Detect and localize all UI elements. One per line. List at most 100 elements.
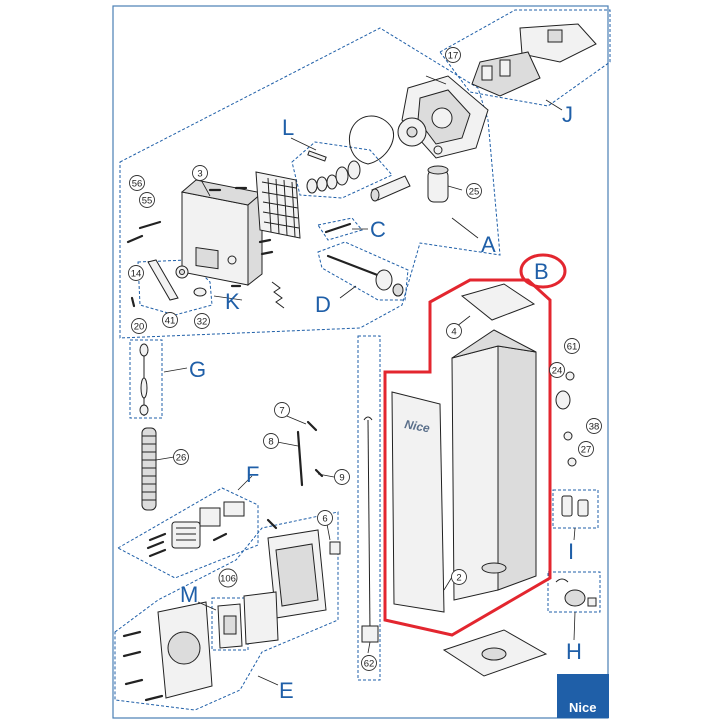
svg-text:32: 32 (197, 317, 208, 328)
group-letter-a: A (481, 232, 496, 257)
callout-41: 41 (162, 312, 178, 328)
motor-assembly (348, 75, 489, 165)
end-cap-parts-h (555, 578, 597, 607)
group-letter-h: H (566, 639, 582, 664)
screws-left (126, 186, 274, 308)
group-outline-j (439, 9, 611, 107)
svg-text:24: 24 (552, 366, 563, 377)
selector-module-m (217, 603, 243, 649)
group-outline-m (211, 597, 249, 651)
group-letter-i: I (568, 539, 574, 564)
group-outline-f (116, 487, 259, 579)
svg-text:61: 61 (567, 342, 578, 353)
callout-7: 7 (274, 402, 290, 418)
group-letter-b: B (534, 259, 549, 284)
clip-parts-i (561, 495, 589, 517)
callout-106: 106 (218, 568, 238, 588)
callout-4: 4 (446, 323, 462, 339)
control-box-e (243, 518, 341, 645)
group-letter-f: F (246, 462, 259, 487)
group-outline-h (547, 571, 601, 613)
callout-27: 27 (578, 441, 594, 457)
group-letter-d: D (315, 292, 331, 317)
callout-17: 17 (445, 47, 461, 63)
group-letter-c: C (370, 217, 386, 242)
callout-25: 25 (466, 183, 482, 199)
svg-text:14: 14 (131, 269, 142, 280)
callout-55: 55 (139, 192, 155, 208)
spring-assembly-k (147, 259, 285, 309)
group-letter-j: J (562, 102, 573, 127)
group-letter-l: L (282, 115, 294, 140)
svg-text:55: 55 (142, 196, 153, 207)
svg-text:8: 8 (268, 437, 273, 448)
front-cover-e (122, 601, 213, 702)
group-b-highlight (383, 278, 552, 637)
svg-text:26: 26 (176, 453, 187, 464)
svg-text:6: 6 (322, 514, 327, 525)
group-outline-a (119, 27, 501, 339)
svg-text:Nice: Nice (569, 700, 596, 715)
callout-38: 38 (586, 418, 602, 434)
group-letter-k: K (225, 289, 240, 314)
control-board-j (471, 23, 597, 97)
group-outline-c (317, 217, 363, 241)
group-letter-g: G (189, 357, 206, 382)
long-rod-62 (361, 416, 379, 643)
svg-text:2: 2 (456, 573, 461, 584)
rod-part-8 (296, 420, 324, 487)
column-body (451, 329, 537, 601)
svg-text:4: 4 (451, 327, 456, 338)
svg-text:25: 25 (469, 187, 480, 198)
callout-61: 61 (564, 338, 580, 354)
svg-text:27: 27 (581, 445, 592, 456)
grid-cover (255, 171, 301, 239)
output-shaft (370, 175, 411, 202)
callout-26: 26 (173, 449, 189, 465)
pin-part-c (324, 222, 352, 234)
group-letter-e: E (279, 678, 294, 703)
brand-logo: Nice (557, 674, 609, 718)
svg-text:20: 20 (134, 322, 145, 333)
group-b-letter-circle (519, 253, 567, 289)
gearbox-housing (180, 179, 264, 287)
svg-text:3: 3 (197, 169, 202, 180)
callout-8: 8 (263, 433, 279, 449)
flash-module-f (146, 501, 245, 558)
group-letter-m: M (180, 582, 198, 607)
seal-ring-set (306, 150, 361, 194)
group-outline-62 (357, 335, 381, 681)
svg-text:106: 106 (220, 574, 236, 585)
base-plate (442, 629, 548, 677)
callout-56: 56 (129, 175, 145, 191)
leader-lines (155, 75, 576, 686)
callout-9: 9 (334, 469, 350, 485)
group-outline-i (552, 489, 599, 529)
release-shaft-d (326, 254, 404, 297)
capacitor-cylinder (427, 145, 449, 203)
group-outline-e (114, 511, 339, 711)
callout-24: 24 (549, 362, 565, 378)
svg-text:41: 41 (165, 316, 176, 327)
callout-20: 20 (131, 318, 147, 334)
svg-text:7: 7 (279, 406, 284, 417)
callout-3: 3 (192, 165, 208, 181)
balancing-spring-rod-g (139, 343, 149, 416)
coil-spring (141, 427, 157, 511)
callout-14: 14 (128, 265, 144, 281)
svg-text:56: 56 (132, 179, 143, 190)
group-outline-g (129, 339, 163, 419)
svg-text:62: 62 (364, 659, 375, 670)
group-outline-d (317, 241, 409, 301)
svg-text:38: 38 (589, 422, 600, 433)
top-plate (460, 283, 536, 321)
small-parts-right (555, 371, 577, 467)
outer-frame (112, 5, 609, 719)
group-outline-l (291, 141, 393, 199)
svg-text:9: 9 (339, 473, 344, 484)
callout-32: 32 (194, 313, 210, 329)
door-brand-text: Nice (403, 417, 431, 435)
svg-text:17: 17 (448, 51, 459, 62)
callout-6: 6 (317, 510, 333, 526)
